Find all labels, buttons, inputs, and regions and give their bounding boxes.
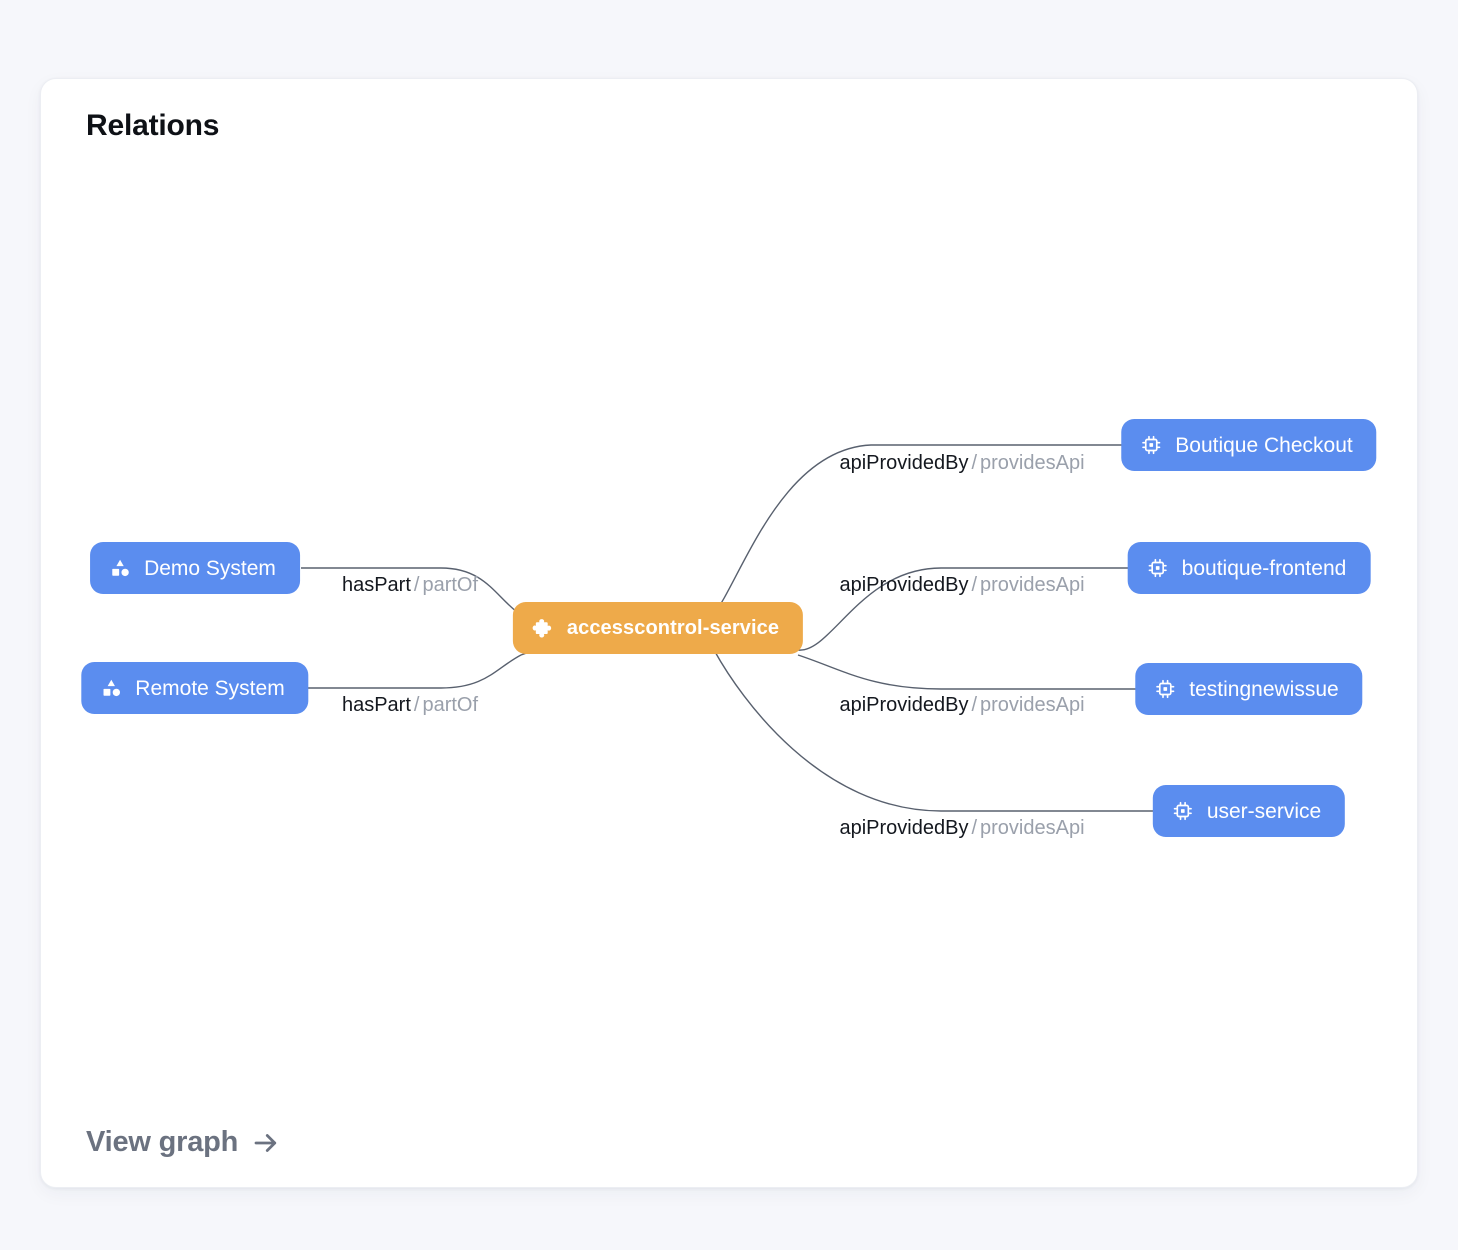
graph-node-label: user-service: [1206, 799, 1322, 823]
graph-node-label: boutique-frontend: [1181, 556, 1347, 580]
view-graph-link[interactable]: View graph: [86, 1126, 282, 1159]
edge-label-separator: /: [413, 574, 420, 596]
edge-label-reverse: providesApi: [980, 694, 1085, 716]
edge-label-reverse: providesApi: [980, 574, 1085, 596]
arrow-right-icon: [250, 1128, 282, 1158]
graph-node-label: accesscontrol-service: [566, 617, 780, 639]
shapes-icon: [99, 676, 123, 700]
edge-label-forward: apiProvidedBy: [839, 452, 969, 474]
shapes-icon: [108, 556, 132, 580]
graph-node-demo-system[interactable]: Demo System: [90, 542, 300, 594]
relations-graph[interactable]: Demo System Remote System: [41, 79, 1417, 1187]
view-graph-label: View graph: [86, 1126, 239, 1158]
edge-label-forward: apiProvidedBy: [839, 694, 969, 716]
graph-node-label: Boutique Checkout: [1175, 433, 1353, 457]
edge-label-separator: /: [971, 574, 978, 596]
cpu-icon: [1146, 556, 1170, 580]
edge-path-testingnewissue: [797, 654, 1139, 690]
edge-path-user-service: [713, 649, 1153, 812]
graph-node-label: Remote System: [135, 676, 285, 700]
graph-node-label: testingnewissue: [1189, 677, 1339, 701]
edge-label-reverse: providesApi: [980, 817, 1085, 839]
cpu-icon: [1153, 677, 1177, 701]
edge-label-boutique-frontend: apiProvidedBy/providesApi: [839, 575, 1084, 595]
graph-node-accesscontrol-service[interactable]: accesscontrol-service: [512, 602, 804, 654]
edge-label-forward: apiProvidedBy: [839, 574, 969, 596]
edge-label-forward: apiProvidedBy: [839, 817, 969, 839]
cpu-icon: [1139, 433, 1163, 457]
edge-label-remote-system: hasPart/partOf: [342, 695, 478, 715]
edge-label-forward: hasPart: [341, 574, 411, 596]
graph-node-boutique-checkout[interactable]: Boutique Checkout: [1121, 419, 1377, 471]
edge-label-reverse: providesApi: [980, 452, 1085, 474]
graph-node-boutique-frontend[interactable]: boutique-frontend: [1127, 542, 1371, 594]
graph-node-testingnewissue[interactable]: testingnewissue: [1135, 663, 1363, 715]
relations-card: Relations: [40, 78, 1418, 1188]
edge-label-separator: /: [971, 694, 978, 716]
edge-label-separator: /: [971, 452, 978, 474]
graph-node-label: Demo System: [144, 556, 276, 580]
edge-label-reverse: partOf: [422, 574, 479, 596]
puzzle-piece-icon: [531, 616, 555, 640]
edge-label-reverse: partOf: [422, 694, 479, 716]
edge-label-user-service: apiProvidedBy/providesApi: [839, 818, 1084, 838]
edge-label-demo-system: hasPart/partOf: [342, 575, 478, 595]
edge-label-boutique-checkout: apiProvidedBy/providesApi: [839, 453, 1084, 473]
edge-label-testingnewissue: apiProvidedBy/providesApi: [839, 695, 1084, 715]
graph-node-user-service[interactable]: user-service: [1152, 785, 1346, 837]
page-title: Relations: [86, 109, 220, 142]
edge-label-separator: /: [971, 817, 978, 839]
cpu-icon: [1171, 799, 1195, 823]
edge-label-separator: /: [413, 694, 420, 716]
edge-label-forward: hasPart: [341, 694, 411, 716]
graph-node-remote-system[interactable]: Remote System: [81, 662, 309, 714]
